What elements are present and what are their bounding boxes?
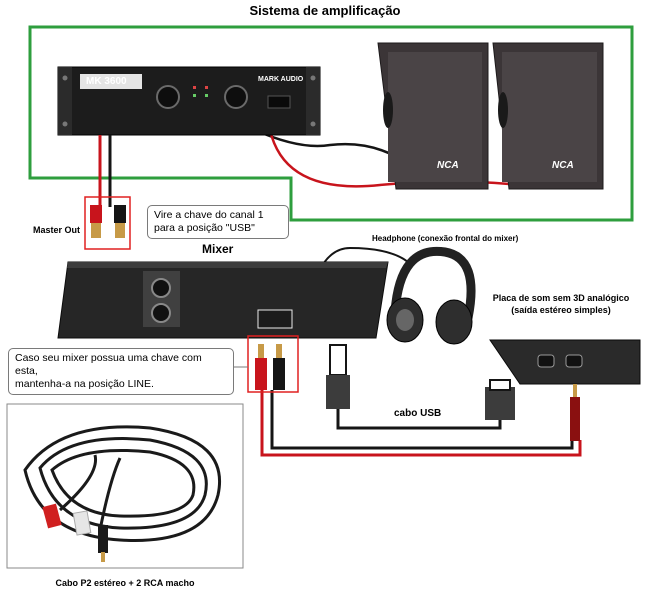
mixer-rca-plugs xyxy=(255,344,285,390)
master-out-callout-frame xyxy=(84,196,131,250)
line-switch-callout-line1: Caso seu mixer possua uma chave com esta… xyxy=(15,352,202,377)
speaker-left-brand: NCA xyxy=(437,160,459,171)
headphone xyxy=(386,246,476,345)
master-out-label: Master Out xyxy=(33,225,81,235)
usb-switch-callout-line2: para a posição "USB" xyxy=(154,222,255,234)
mixer-label: Mixer xyxy=(202,242,234,256)
sound-card-label-line2: (saída estéreo simples) xyxy=(511,305,611,315)
mixer xyxy=(57,261,389,339)
headphone-label: Headphone (conexão frontal do mixer) xyxy=(372,234,519,243)
speaker-right-brand: NCA xyxy=(552,160,574,171)
master-out-rca-plugs xyxy=(90,205,126,238)
usb-plug-b xyxy=(485,379,515,420)
sound-card xyxy=(489,339,641,385)
amp-brand-label: MARK AUDIO xyxy=(258,76,304,83)
mixer-rca-cable-black xyxy=(270,390,574,450)
speaker-right xyxy=(492,42,604,190)
headphone-cable xyxy=(317,246,409,274)
amp-knob-2 xyxy=(224,85,248,109)
usb-cable-label: cabo USB xyxy=(394,408,442,419)
amp-model-label: MK 3600 xyxy=(86,76,127,87)
rca-callout-frame xyxy=(247,335,299,393)
p2-jack-plug xyxy=(570,384,580,441)
usb-switch-callout: Vire a chave do canal 1 para a posição "… xyxy=(147,205,289,239)
line-switch-callout-line2: mantenha-a na posição LINE. xyxy=(15,378,154,390)
line-switch-callout: Caso seu mixer possua uma chave com esta… xyxy=(8,348,234,395)
sound-card-label-line1: Placa de som sem 3D analógico xyxy=(492,293,630,303)
usb-cable xyxy=(336,405,502,430)
amplification-system-outline xyxy=(28,25,634,222)
amplifier xyxy=(57,66,321,136)
usb-switch-callout-line1: Vire a chave do canal 1 xyxy=(154,209,264,221)
diagram-title: Sistema de amplificação xyxy=(249,3,401,18)
sound-card-label: Placa de som sem 3D analógico (saída est… xyxy=(474,292,648,316)
speaker-left xyxy=(377,42,489,190)
amp-knob-1 xyxy=(156,85,180,109)
cable-p2-label: Cabo P2 estéreo + 2 RCA macho xyxy=(55,578,195,588)
cable-photo-plugs xyxy=(42,503,108,562)
usb-plug-a xyxy=(326,344,350,409)
mixer-rca-cable-red xyxy=(260,390,582,457)
